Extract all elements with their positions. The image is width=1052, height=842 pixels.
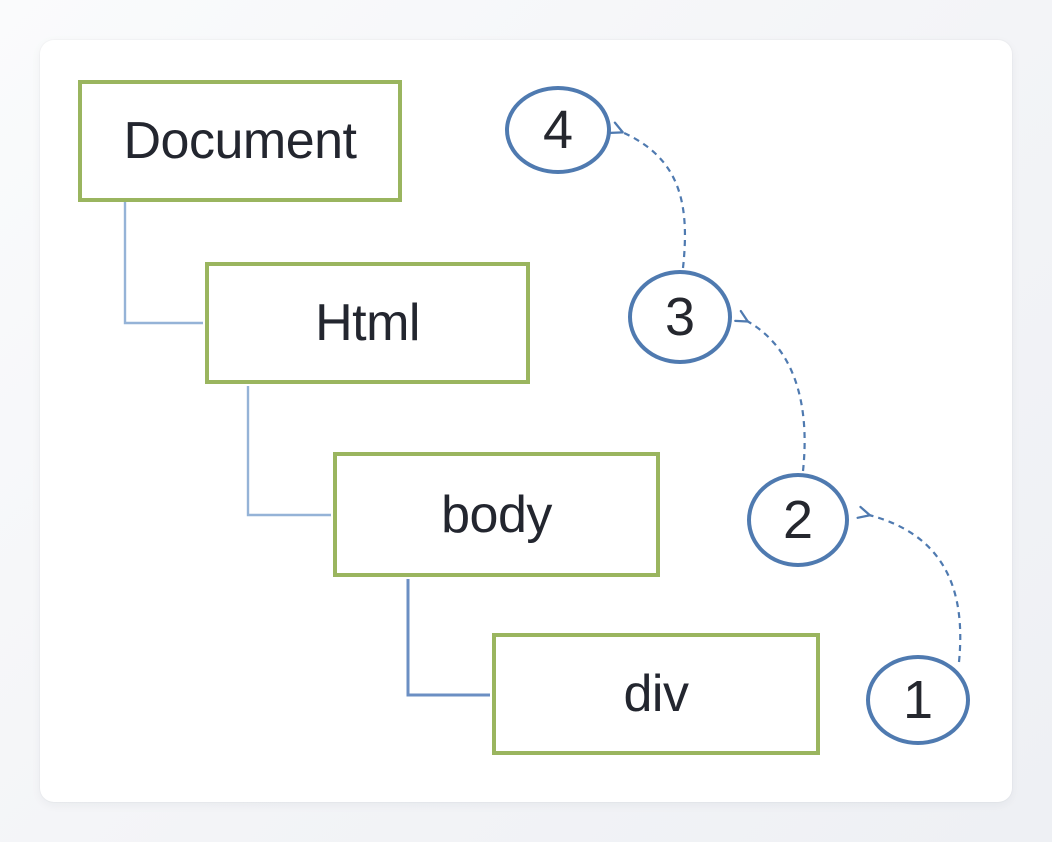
step-badge-1-label: 1 xyxy=(902,670,934,730)
diagram-card: Document Html body div 4 3 2 1 xyxy=(40,40,1012,802)
node-body: body xyxy=(333,452,660,577)
step-badge-4: 4 xyxy=(505,86,611,174)
node-document-label: Document xyxy=(123,112,358,170)
arrow-step2-to-step3 xyxy=(747,321,806,472)
step-badge-3-label: 3 xyxy=(664,287,696,347)
arrow-step3-to-step4 xyxy=(622,132,686,269)
step-badge-1: 1 xyxy=(866,655,970,745)
diagram-lines xyxy=(123,40,962,697)
connector-html-body xyxy=(246,386,331,517)
arrow-step1-to-step2 xyxy=(869,515,962,663)
node-div-label: div xyxy=(623,665,689,723)
node-body-label: body xyxy=(441,485,552,544)
step-badge-3: 3 xyxy=(628,270,732,364)
step-badge-2: 2 xyxy=(747,473,849,567)
step-badge-4-label: 4 xyxy=(542,100,574,160)
node-document: Document xyxy=(78,80,402,202)
connector-document-html xyxy=(123,202,203,325)
node-html: Html xyxy=(205,262,530,384)
connector-body-div xyxy=(406,579,490,697)
node-div: div xyxy=(492,633,820,755)
step-badge-2-label: 2 xyxy=(782,490,814,550)
node-html-label: Html xyxy=(315,294,420,352)
